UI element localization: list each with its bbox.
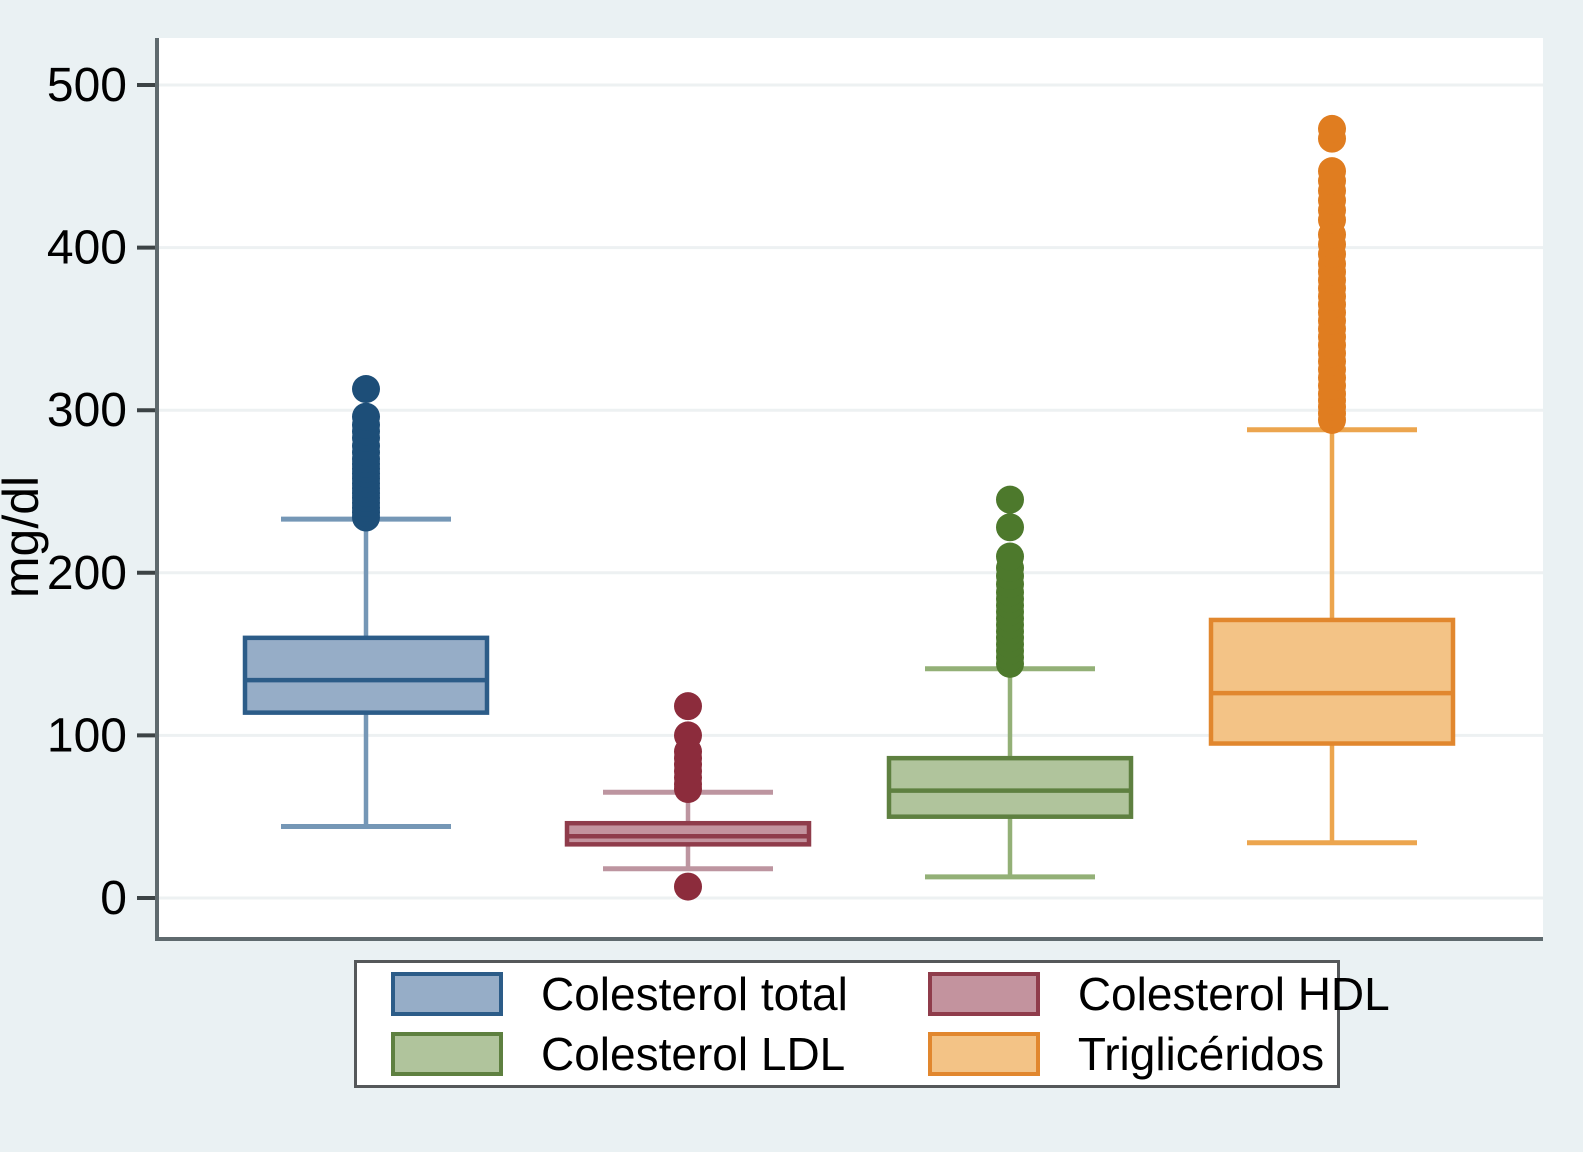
legend-label-triglic-ridos: Triglicéridos bbox=[1077, 1028, 1325, 1080]
legend: Colesterol total Colesterol HDL Colesterol… bbox=[354, 960, 1390, 1088]
legend-label-colesterol-ldl: Colesterol LDL bbox=[541, 1028, 846, 1080]
boxplot-chart: 0 100 200 300 400 500 mg/dl bbox=[0, 38, 1543, 941]
plot-area bbox=[157, 38, 1543, 939]
outlier-dot bbox=[996, 542, 1024, 571]
boxplot-triglic-ridos bbox=[1208, 114, 1456, 846]
legend-swatch-colesterol-hdl bbox=[927, 972, 1040, 1016]
outlier-dot bbox=[996, 513, 1024, 542]
legend-label-colesterol-total: Colesterol total bbox=[541, 968, 848, 1020]
outlier-dot bbox=[352, 375, 380, 404]
outlier-dot bbox=[1318, 157, 1346, 186]
y-tick-label: 0 bbox=[100, 872, 127, 925]
outlier-dot bbox=[1318, 114, 1346, 143]
y-tick-label: 100 bbox=[47, 709, 127, 762]
box bbox=[1208, 617, 1456, 746]
outlier-dot bbox=[674, 721, 702, 750]
legend-swatch-colesterol-total bbox=[391, 972, 503, 1016]
legend-label-colesterol-hdl: Colesterol HDL bbox=[1077, 968, 1390, 1020]
legend-item-colesterol-total: Colesterol total bbox=[391, 971, 848, 1017]
legend-swatch-colesterol-ldl bbox=[391, 1032, 503, 1076]
box bbox=[886, 755, 1134, 819]
legend-item-colesterol-hdl: Colesterol HDL bbox=[927, 968, 1390, 1020]
box bbox=[564, 820, 812, 847]
boxplot-colesterol-hdl bbox=[564, 692, 812, 901]
outlier-dot bbox=[996, 485, 1024, 514]
y-axis-title: mg/dl bbox=[0, 476, 49, 598]
box bbox=[242, 635, 490, 715]
outlier-dot bbox=[352, 402, 380, 431]
outlier-dot bbox=[674, 692, 702, 721]
y-tick-label: 500 bbox=[47, 59, 127, 112]
legend-item-colesterol-ldl: Colesterol LDL bbox=[391, 1031, 848, 1077]
boxplot-colesterol-ldl bbox=[886, 485, 1134, 880]
legend-swatch-triglic-ridos bbox=[927, 1032, 1040, 1076]
outlier-dot bbox=[674, 872, 702, 901]
boxplot-colesterol-total bbox=[242, 375, 490, 829]
y-tick-label: 400 bbox=[47, 222, 127, 275]
legend-item-triglic-ridos: Triglicéridos bbox=[927, 1028, 1390, 1080]
y-tick-label: 200 bbox=[47, 547, 127, 600]
y-tick-label: 300 bbox=[47, 384, 127, 437]
